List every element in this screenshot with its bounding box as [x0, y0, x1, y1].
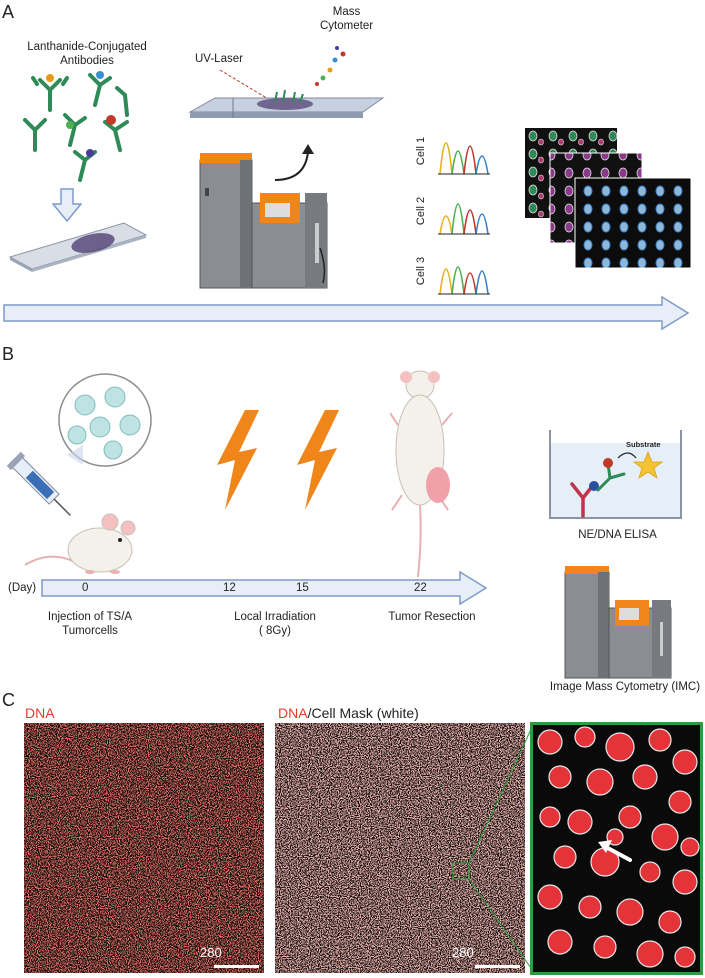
zoom-connector-lines [468, 724, 534, 972]
dna-mask-label: DNA/Cell Mask (white) [278, 705, 419, 721]
resection-label: Tumor Resection [388, 611, 476, 623]
day-12-label: 12 [223, 582, 236, 594]
cell-image-stack-illustration [525, 128, 692, 269]
dna-mask-image [275, 723, 525, 973]
irradiation-label: Local Irradiation ( 8Gy) [234, 611, 316, 637]
imc-label: Image Mass Cytometry (IMC) [549, 681, 701, 693]
cell-spectra-illustration [438, 142, 490, 295]
antibody-cluster-illustration [23, 71, 129, 182]
day-label: (Day) [8, 582, 37, 594]
day-22-label: 22 [414, 582, 427, 594]
tissue-slide-illustration [8, 222, 148, 272]
dna-mask-label-red: DNA [278, 705, 308, 721]
day-0-label: 0 [82, 582, 89, 594]
elisa-well-illustration [549, 430, 682, 519]
cell-3-label: Cell 3 [415, 256, 428, 286]
cell-2-label: Cell 2 [415, 196, 428, 226]
zoomed-cells-image [530, 722, 703, 975]
dna-label: DNA [25, 705, 55, 721]
dna-mask-label-rest: /Cell Mask (white) [307, 705, 419, 721]
injection-label: Injection of TS/A Tumorcells [47, 611, 133, 637]
scale-bar-right-label: 280 [452, 945, 474, 960]
mass-cytometer-label: Mass Cytometer [320, 6, 374, 32]
uv-laser-label: UV-Laser [195, 53, 243, 65]
substrate-label: Substrate [626, 440, 661, 449]
dna-image [24, 723, 264, 973]
elisa-label: NE/DNA ELISA [578, 529, 657, 541]
down-arrow-icon [52, 188, 82, 222]
cell-1-label: Cell 1 [415, 136, 428, 166]
scale-bar-left-label: 280 [200, 945, 222, 960]
imc-machine-illustration [564, 566, 672, 679]
laser-slide-illustration [188, 46, 385, 118]
panel-c-letter: C [2, 690, 15, 710]
timeline-arrow-a [3, 295, 690, 331]
panel-b-letter: B [2, 344, 15, 364]
mass-cytometer-machine-illustration [199, 153, 328, 289]
antibodies-label: Lanthanide-Conjugated Antibodies [27, 41, 147, 67]
syringe-tumorcells-illustration [6, 373, 152, 516]
panel-a-letter: A [2, 2, 15, 22]
lightning-bolt-icon [217, 410, 259, 510]
day-15-label: 15 [296, 582, 309, 594]
lightning-bolt-icon [297, 410, 339, 510]
curved-arrow-icon [274, 144, 314, 181]
timeline-arrow-b [41, 570, 488, 606]
mouse-tumor-illustration [390, 370, 453, 578]
mouse-illustration [24, 513, 136, 574]
